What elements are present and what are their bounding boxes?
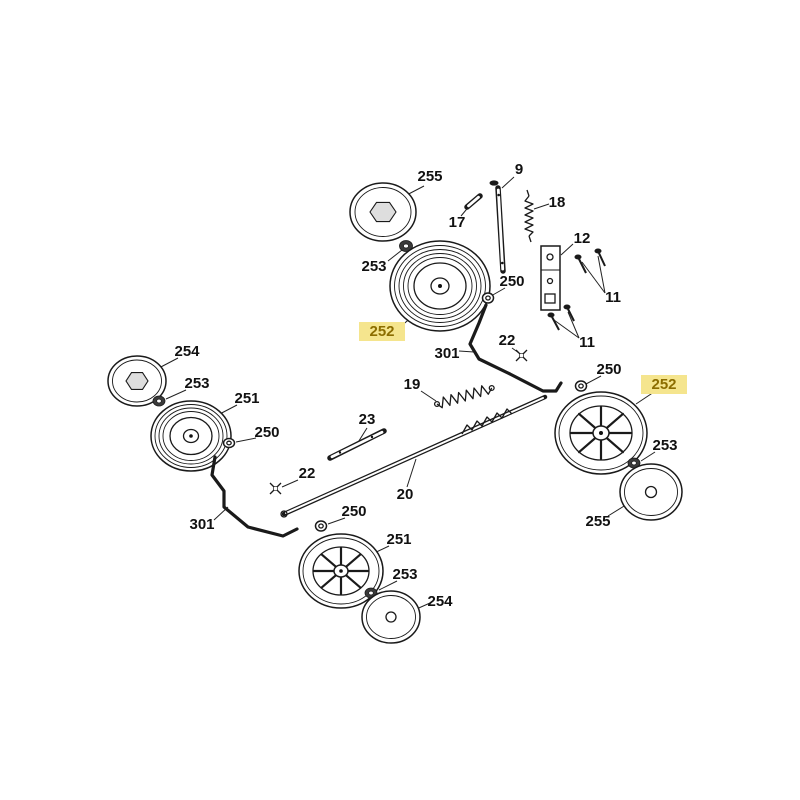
part-label-250-left: 250 bbox=[254, 424, 279, 441]
pin-9 bbox=[489, 180, 506, 274]
part-label-250-top: 250 bbox=[499, 273, 524, 290]
part-label-22-upper: 22 bbox=[499, 332, 516, 349]
clip-22-lower bbox=[269, 482, 282, 495]
highlight-252-right bbox=[641, 375, 687, 394]
part-label-253-bottom: 253 bbox=[392, 566, 417, 583]
pin-17 bbox=[464, 193, 483, 210]
part-label-20: 20 bbox=[397, 486, 414, 503]
screws-11-lower bbox=[547, 304, 575, 331]
hubcap-254-bottom bbox=[361, 590, 421, 644]
part-label-301-lower: 301 bbox=[189, 516, 214, 533]
hubcap-255-right bbox=[619, 463, 683, 521]
spoked-wheel-251-bottom bbox=[298, 533, 384, 609]
part-label-9: 9 bbox=[515, 161, 523, 178]
part-label-254-bottom: 254 bbox=[427, 593, 453, 610]
long-axle-20 bbox=[280, 394, 548, 518]
hubcap-255-top bbox=[349, 182, 417, 242]
hubcap-254-left bbox=[107, 355, 167, 407]
ribbed-wheel-252-top bbox=[389, 240, 491, 332]
washer-250-right bbox=[574, 380, 588, 392]
nut-253-left bbox=[152, 395, 166, 407]
part-label-251-bottom: 251 bbox=[386, 531, 411, 548]
part-label-301-upper: 301 bbox=[434, 345, 459, 362]
part-label-250-right: 250 bbox=[596, 361, 621, 378]
nut-253-right bbox=[627, 457, 641, 469]
clip-22-upper bbox=[515, 349, 528, 362]
part-label-255-right: 255 bbox=[585, 513, 610, 530]
part-label-252-right: 252 bbox=[651, 376, 676, 393]
part-label-18: 18 bbox=[549, 194, 566, 211]
spring-19 bbox=[433, 384, 495, 409]
part-label-22-lower: 22 bbox=[299, 465, 316, 482]
spring-18 bbox=[524, 189, 534, 243]
part-label-253-right: 253 bbox=[652, 437, 677, 454]
part-label-23: 23 bbox=[359, 411, 376, 428]
axle-301-upper bbox=[468, 303, 563, 393]
part-label-251-left: 251 bbox=[234, 390, 259, 407]
part-label-11-upper: 11 bbox=[605, 289, 621, 306]
washer-250-left bbox=[222, 437, 236, 449]
part-labels: 255 9 17 18 253 12 250 11 252 301 22 11 … bbox=[174, 161, 687, 610]
screws-11-upper bbox=[574, 248, 606, 274]
bracket-12 bbox=[540, 245, 561, 311]
washer-250-top bbox=[481, 292, 495, 304]
part-label-252-top: 252 bbox=[369, 323, 394, 340]
part-label-250-bottom: 250 bbox=[341, 503, 366, 520]
part-label-17: 17 bbox=[449, 214, 466, 231]
axle-301-lower bbox=[210, 455, 299, 538]
spoked-wheel-252-right bbox=[554, 391, 648, 475]
nut-253-top bbox=[399, 240, 413, 252]
part-label-19: 19 bbox=[404, 376, 421, 393]
part-label-253-left: 253 bbox=[184, 375, 209, 392]
part-label-253-top: 253 bbox=[361, 258, 386, 275]
highlight-252-top bbox=[359, 322, 405, 341]
ribbed-wheel-251-left bbox=[150, 400, 232, 472]
part-label-254-left: 254 bbox=[174, 343, 200, 360]
part-label-255-top: 255 bbox=[417, 168, 442, 185]
flat-bar-23 bbox=[327, 428, 387, 461]
part-label-12: 12 bbox=[574, 230, 591, 247]
part-label-11-lower: 11 bbox=[579, 334, 595, 351]
washer-250-bottom bbox=[314, 520, 328, 532]
